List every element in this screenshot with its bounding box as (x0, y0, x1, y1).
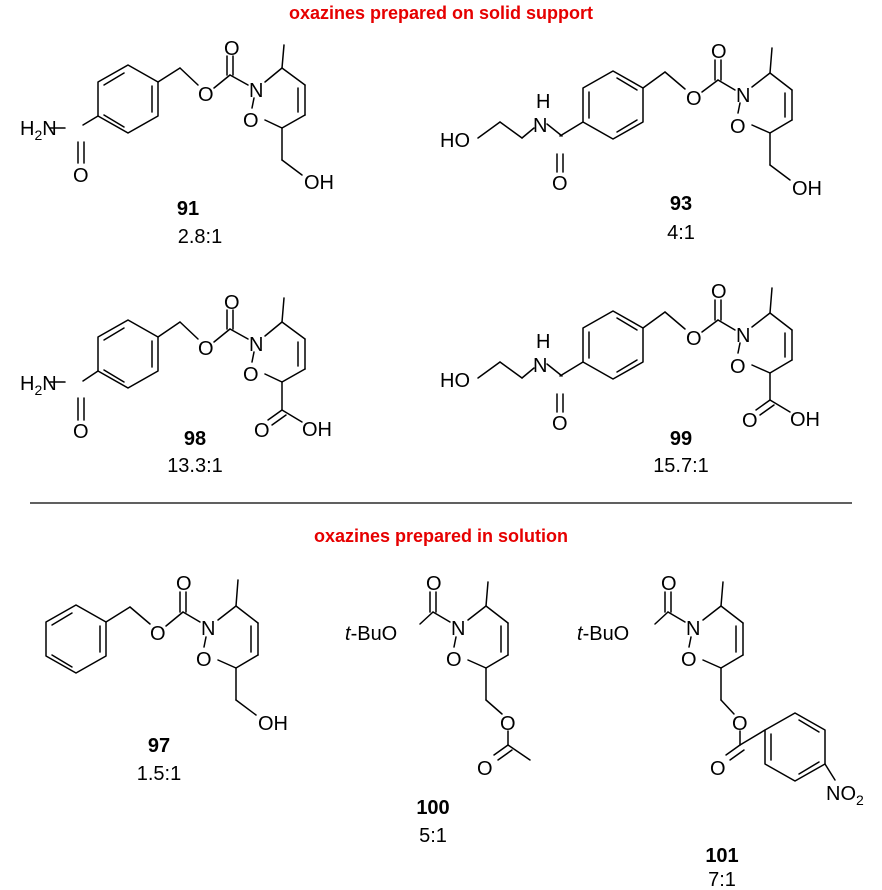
hydroxyl-label: HO (440, 370, 470, 392)
acetate-oxygen: O (500, 713, 516, 735)
ester-oxygen: O (686, 88, 702, 110)
carbonyl-oxygen: O (711, 281, 727, 303)
acetate-carbonyl-oxygen: O (477, 758, 493, 780)
ring-nitrogen: N (201, 618, 215, 640)
ring-oxygen: O (730, 356, 746, 378)
compound-ratio: 5:1 (419, 825, 447, 847)
ester-oxygen: O (150, 623, 166, 645)
ester-oxygen: O (732, 713, 748, 735)
structure-98: H2N O O O N O O OH (20, 292, 332, 443)
carbonyl-oxygen: O (711, 41, 727, 63)
ring-nitrogen: N (249, 80, 263, 102)
hydroxyl-label: OH (258, 713, 288, 735)
structure-101: t-BuO O N O O O NO2 (577, 573, 864, 808)
compound-number: 93 (670, 193, 692, 215)
ester-oxygen: O (198, 84, 214, 106)
ring-nitrogen: N (249, 334, 263, 356)
ring-oxygen: O (446, 649, 462, 671)
amide-oxygen: O (552, 173, 568, 195)
amide-hydrogen: H (536, 91, 550, 113)
ester-oxygen: O (198, 338, 214, 360)
compound-ratio: 13.3:1 (167, 455, 223, 477)
structure-93: HO H N O O O N O OH (440, 41, 822, 200)
ring-oxygen: O (681, 649, 697, 671)
ring-nitrogen: N (451, 618, 465, 640)
compound-ratio: 1.5:1 (137, 763, 181, 785)
structure-97: O O N O OH (45, 573, 288, 735)
amide-hydrogen: H (536, 331, 550, 353)
ring-nitrogen: N (736, 85, 750, 107)
amide-nitrogen: N (533, 355, 547, 377)
structure-91: H2N O O O N O OH (20, 38, 334, 194)
carbonyl-oxygen: O (176, 573, 192, 595)
hydroxyl-label: OH (792, 178, 822, 200)
acid-carbonyl-oxygen: O (742, 410, 758, 432)
ring-oxygen: O (196, 649, 212, 671)
ring-oxygen: O (243, 364, 259, 386)
compound-number: 101 (705, 845, 738, 867)
ester-oxygen: O (686, 328, 702, 350)
acid-hydroxyl-label: OH (790, 409, 820, 431)
amide-nitrogen: N (533, 115, 547, 137)
section-title-solid-support: oxazines prepared on solid support (289, 3, 593, 23)
carbonyl-oxygen: O (661, 573, 677, 595)
hydroxyl-label: OH (304, 172, 334, 194)
compound-number: 98 (184, 428, 206, 450)
carbonyl-oxygen: O (224, 38, 240, 60)
acid-carbonyl-oxygen: O (254, 420, 270, 442)
ring-oxygen: O (730, 116, 746, 138)
tert-butoxy-label: t-BuO (345, 623, 397, 645)
nitro-group-label: NO2 (826, 783, 864, 808)
compound-ratio: 15.7:1 (653, 455, 709, 477)
ring-nitrogen: N (686, 618, 700, 640)
amide-oxygen: O (73, 165, 89, 187)
compound-ratio: 2.8:1 (178, 226, 222, 248)
section-title-solution: oxazines prepared in solution (314, 526, 568, 546)
ring-nitrogen: N (736, 325, 750, 347)
compound-number: 100 (416, 797, 449, 819)
compound-ratio: 4:1 (667, 222, 695, 244)
ring-oxygen: O (243, 110, 259, 132)
compound-number: 97 (148, 735, 170, 757)
compound-ratio: 7:1 (708, 869, 736, 890)
hydroxyl-label: HO (440, 130, 470, 152)
structure-100: t-BuO O N O O O (345, 573, 531, 780)
carbonyl-oxygen: O (426, 573, 442, 595)
amide-oxygen: O (73, 421, 89, 443)
compound-number: 91 (177, 198, 199, 220)
benzoate-carbonyl-oxygen: O (710, 758, 726, 780)
amide-nh2-label: H2N (20, 118, 57, 143)
amide-nh2-label: H2N (20, 373, 57, 398)
tert-butoxy-label: t-BuO (577, 623, 629, 645)
acid-hydroxyl-label: OH (302, 419, 332, 441)
compound-number: 99 (670, 428, 692, 450)
amide-oxygen: O (552, 413, 568, 435)
structure-99: HO H N O O O N O O OH (440, 281, 820, 435)
carbonyl-oxygen: O (224, 292, 240, 314)
